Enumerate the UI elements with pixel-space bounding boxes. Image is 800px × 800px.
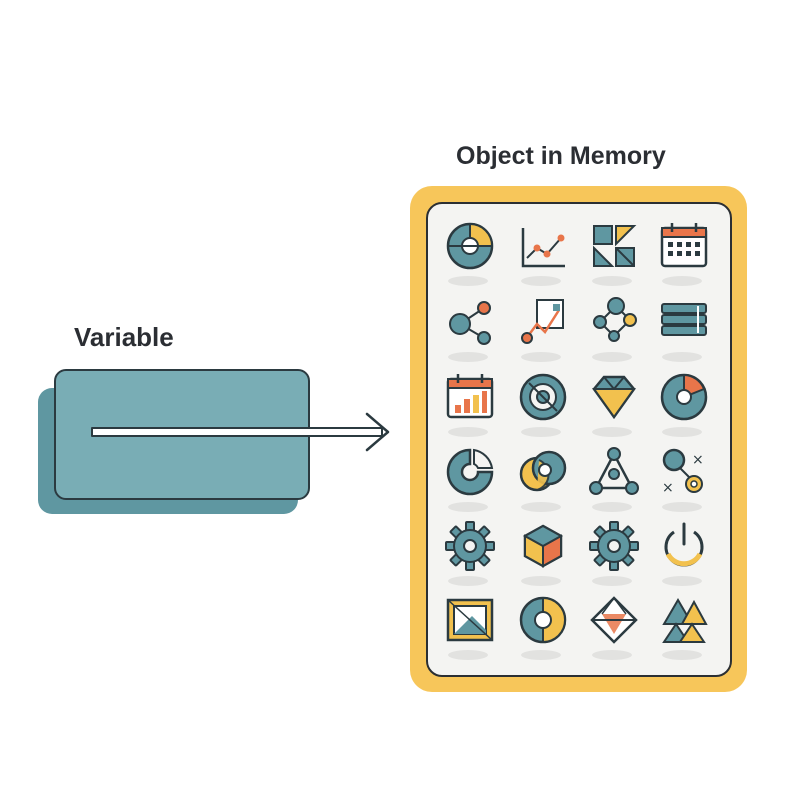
icon-shadow bbox=[662, 427, 702, 437]
cube-icon bbox=[515, 518, 571, 574]
line-chart-icon bbox=[515, 218, 571, 274]
icon-shadow bbox=[521, 276, 561, 286]
nodes-and-gear-icon: ×× bbox=[656, 444, 712, 500]
ring-chart-icon bbox=[515, 592, 571, 648]
calendar-bar-chart-icon bbox=[442, 369, 498, 425]
triangles-icon bbox=[656, 592, 712, 648]
growth-chart-icon bbox=[515, 294, 571, 350]
triangle-network-icon bbox=[586, 444, 642, 500]
icon-shadow bbox=[662, 352, 702, 362]
icon-shadow bbox=[521, 427, 561, 437]
icon-shadow bbox=[448, 576, 488, 586]
stacked-books-icon bbox=[656, 294, 712, 350]
pie-ring-icon bbox=[442, 444, 498, 500]
icon-shadow bbox=[448, 352, 488, 362]
svg-text:×: × bbox=[692, 452, 704, 468]
network-nodes-icon bbox=[586, 294, 642, 350]
icon-shadow bbox=[592, 276, 632, 286]
icon-shadow bbox=[592, 650, 632, 660]
picture-frame-icon bbox=[442, 592, 498, 648]
diamond-icon bbox=[586, 592, 642, 648]
icon-shadow bbox=[592, 352, 632, 362]
object-panel bbox=[426, 202, 732, 677]
grid-tiles-icon bbox=[586, 218, 642, 274]
icon-shadow bbox=[448, 276, 488, 286]
icon-shadow bbox=[521, 576, 561, 586]
icon-shadow bbox=[592, 502, 632, 512]
gem-icon bbox=[586, 369, 642, 425]
object-in-memory-label: Object in Memory bbox=[456, 142, 666, 170]
gear-outline-icon bbox=[586, 518, 642, 574]
variable-label: Variable bbox=[74, 322, 174, 352]
icon-shadow bbox=[448, 650, 488, 660]
icon-shadow bbox=[521, 352, 561, 362]
icon-shadow bbox=[662, 650, 702, 660]
icon-shadow bbox=[662, 576, 702, 586]
icon-shadow bbox=[592, 576, 632, 586]
icon-shadow bbox=[448, 502, 488, 512]
calendar-icon bbox=[656, 218, 712, 274]
icon-shadow bbox=[592, 427, 632, 437]
target-ring-icon bbox=[515, 369, 571, 425]
share-nodes-icon bbox=[442, 294, 498, 350]
donut-chart-icon bbox=[442, 218, 498, 274]
svg-text:×: × bbox=[662, 480, 674, 496]
icon-shadow bbox=[662, 502, 702, 512]
icon-shadow bbox=[521, 502, 561, 512]
overlapping-circles-icon bbox=[515, 444, 571, 500]
icon-shadow bbox=[448, 427, 488, 437]
icon-shadow bbox=[521, 650, 561, 660]
icon-shadow bbox=[662, 276, 702, 286]
power-ring-icon bbox=[656, 518, 712, 574]
pie-gauge-icon bbox=[656, 369, 712, 425]
gear-icon bbox=[442, 518, 498, 574]
